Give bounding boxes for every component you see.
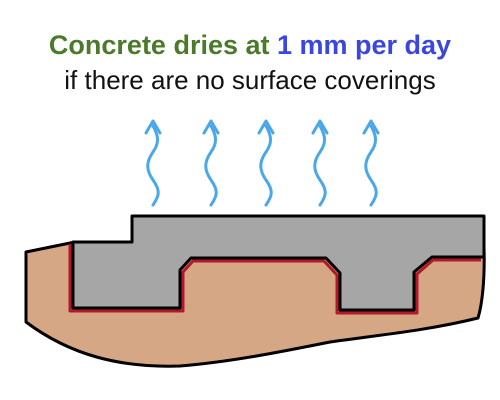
headline-rate: 1 mm per day (277, 30, 452, 60)
wavy-up-arrow-icon (362, 119, 380, 207)
wavy-up-arrow-icon (311, 119, 329, 207)
evaporation-arrows (144, 119, 380, 207)
title-block: Concrete dries at 1 mm per day if there … (0, 28, 500, 98)
subheadline: if there are no surface coverings (64, 65, 436, 95)
wavy-up-arrow-icon (257, 119, 275, 207)
wavy-up-arrow-icon (144, 119, 162, 207)
vapour-membrane (68, 244, 481, 315)
wavy-up-arrow-icon (202, 119, 220, 207)
headline-part1: Concrete dries at (48, 30, 277, 60)
headline: Concrete dries at 1 mm per day (0, 28, 500, 62)
concrete-slab (71, 214, 486, 312)
